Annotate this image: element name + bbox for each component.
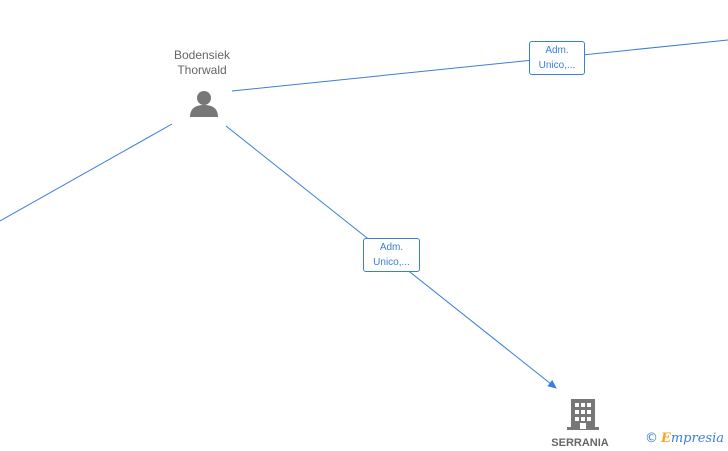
empresia-watermark: ©Empresia: [645, 431, 724, 446]
edge-label-right[interactable]: Adm. Unico,...: [529, 41, 585, 75]
edge-label-right-line2: Unico,...: [538, 60, 576, 71]
building-icon[interactable]: [567, 399, 599, 430]
brand-name-rest: mpresia: [670, 431, 724, 446]
company-node-label[interactable]: SERRANIA: [530, 436, 630, 451]
edge-line-left: [0, 123, 173, 222]
person-icon[interactable]: [190, 91, 218, 117]
edge-label-right-line1: Adm.: [545, 45, 569, 56]
edge-label-company-line1: Adm.: [379, 242, 404, 253]
person-node-label[interactable]: Bodensiek Thorwald: [152, 48, 252, 78]
copyright-symbol: ©: [644, 431, 658, 446]
edge-label-to-company[interactable]: Adm. Unico,...: [363, 238, 420, 272]
edge-label-company-line2: Unico,...: [373, 257, 410, 268]
person-name-second: Thorwald: [177, 63, 227, 77]
person-name-first: Bodensiek: [173, 48, 231, 62]
brand-initial: E: [660, 431, 671, 446]
company-name: SERRANIA: [551, 437, 609, 449]
edge-line-right: [231, 39, 728, 92]
